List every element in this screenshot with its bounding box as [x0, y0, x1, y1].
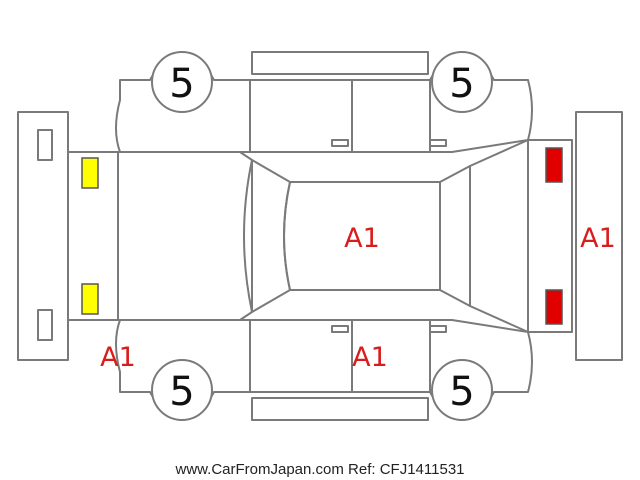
rear-lamps: [545, 147, 563, 325]
rear-bumper: [575, 111, 623, 361]
tire-front-right: 5: [151, 359, 213, 421]
tire-rear-left: 5: [431, 51, 493, 113]
tire-grade-front-right: 5: [169, 369, 194, 415]
tire-grade-front-left: 5: [169, 61, 194, 107]
headlight-top: [81, 157, 99, 189]
damage-code-right-rear-door: A1: [352, 342, 388, 373]
damage-code-roof: A1: [344, 223, 380, 254]
taillight-top: [545, 147, 563, 183]
front-bumper: [17, 111, 69, 361]
tire-grade-rear-right: 5: [449, 369, 474, 415]
front-lamps: [81, 157, 99, 315]
tire-front-left: 5: [151, 51, 213, 113]
headlight-bottom: [81, 283, 99, 315]
tire-grade-rear-left: 5: [449, 61, 474, 107]
footer-reference: www.CarFromJapan.com Ref: CFJ1411531: [175, 461, 465, 478]
damage-code-rear-bumper: A1: [580, 223, 616, 254]
rear-window: [439, 165, 471, 307]
roof: [283, 181, 441, 291]
damage-code-front-left-corner: A1: [100, 342, 136, 373]
taillight-bottom: [545, 289, 563, 325]
tire-rear-right: 5: [431, 359, 493, 421]
